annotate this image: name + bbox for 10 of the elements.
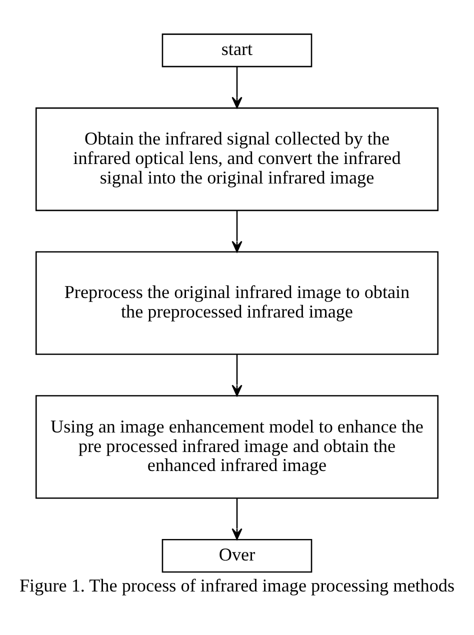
- node-box: Preprocess the original infrared image to obtain the preprocessed infrared image: [35, 250, 439, 354]
- node-box: Over: [162, 538, 312, 572]
- caption: Figure 1. The process of infrared image processing methods: [19, 575, 455, 596]
- arrow: [232, 66, 242, 108]
- arrow: [232, 210, 242, 252]
- arrow: [232, 354, 242, 396]
- node-box: start: [162, 33, 312, 67]
- arrow: [232, 498, 242, 540]
- node-box: Obtain the infrared signal collected by the infrared optical lens, and convert the infrared signal into the original infrared image: [35, 106, 439, 211]
- node-box: Using an image enhancement model to enhance the pre processed infrared image and obtain the enhanced infrared image: [35, 394, 439, 498]
